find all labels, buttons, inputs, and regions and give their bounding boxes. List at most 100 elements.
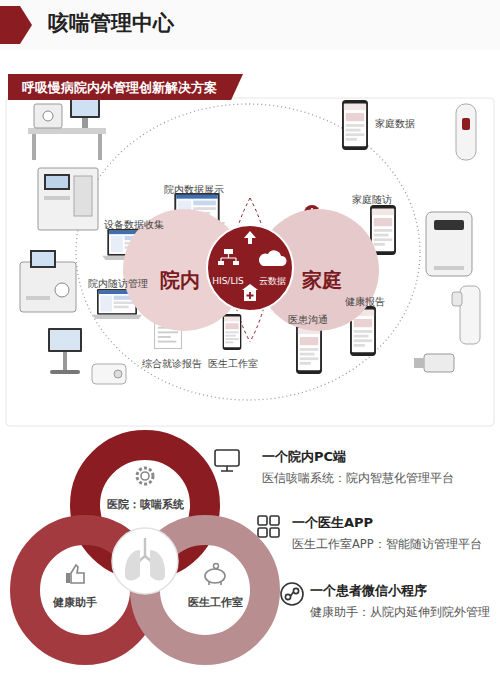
lungs-illustration xyxy=(138,538,152,562)
lung-function-cabinet xyxy=(44,174,70,190)
device-cart xyxy=(48,328,82,374)
inhaler-device xyxy=(452,292,462,306)
spirometry-station xyxy=(28,128,106,134)
app-icon xyxy=(270,516,279,525)
nebulizer xyxy=(92,364,126,384)
text-slot: 家庭随访 xyxy=(352,188,392,207)
node-text: 家庭 xyxy=(302,268,342,293)
hospital-icon xyxy=(247,292,254,299)
lung-function-cabinet xyxy=(46,176,68,188)
feature-text: 一个院内PC端 xyxy=(262,449,346,465)
testing-machine xyxy=(26,296,50,300)
testing-machine xyxy=(55,283,69,297)
text-slot: 医生工作室 xyxy=(188,591,243,610)
handheld-meter xyxy=(456,104,476,160)
mini-program-icon xyxy=(291,592,294,596)
screen-caption: 设备数据收集 xyxy=(104,219,164,232)
cloud-icon xyxy=(259,250,287,266)
mini-program-icon xyxy=(293,588,298,593)
inhaler-device xyxy=(460,286,480,344)
mini-program-icon xyxy=(281,583,303,605)
text-slot: 院内 xyxy=(160,268,200,293)
device-cart xyxy=(50,330,80,350)
spirometry-station xyxy=(34,104,62,128)
mini-program-icon xyxy=(285,594,290,599)
band-text: 呼吸慢病院内外管理创新解决方案 xyxy=(22,80,217,96)
text-slot: 健康助手：从院内延伸到院外管理 xyxy=(310,601,490,620)
text-slot: 家庭 xyxy=(302,268,342,293)
node-text: 院内 xyxy=(160,268,200,293)
text-slot: 医信咳喘系统：院内智慧化管理平台 xyxy=(262,467,454,486)
phone-screen xyxy=(223,314,242,350)
upload-icon xyxy=(244,231,256,244)
pc-icon xyxy=(215,450,239,466)
node-text: HIS/LIS xyxy=(212,276,244,287)
inhaler-device xyxy=(452,286,480,344)
node-text: 健康助手 xyxy=(53,596,97,610)
network-icon xyxy=(221,254,236,261)
piggy-icon xyxy=(209,582,221,585)
app-icon xyxy=(258,516,267,525)
feature-text: 医信咳喘系统：院内智慧化管理平台 xyxy=(262,471,454,485)
usb-dongle xyxy=(414,354,454,372)
gear-icon xyxy=(141,472,149,480)
node-text: 云数据 xyxy=(259,276,286,287)
title-band: 呼吸慢病院内外管理创新解决方案 xyxy=(8,74,243,100)
lung-function-cabinet xyxy=(38,168,98,230)
screen-caption: 综合就诊报告 xyxy=(142,358,202,371)
node-text: 医院：咳喘系统 xyxy=(107,498,184,512)
hub-circle: HIS/LIS 云数据 xyxy=(206,224,294,312)
dotted-orbit xyxy=(76,104,420,400)
nebulizer xyxy=(92,364,126,384)
phone-screen xyxy=(296,324,322,374)
oxygen-concentrator xyxy=(426,212,472,276)
pc-icon xyxy=(215,450,239,471)
text-slot: 家庭数据 xyxy=(375,112,415,131)
text-slot: 医生工作室APP：智能随访管理平台 xyxy=(292,533,482,552)
handheld-meter xyxy=(456,104,476,160)
device-cart xyxy=(50,370,80,374)
text-slot: 设备数据收集 xyxy=(104,213,164,232)
piggy-icon xyxy=(205,569,225,583)
spirometry-station xyxy=(72,98,98,116)
text-slot: 医患沟通 xyxy=(288,308,328,327)
testing-machine xyxy=(32,252,54,266)
testing-machine xyxy=(20,250,76,312)
device-cart xyxy=(48,328,82,352)
text-slot: HIS/LIS xyxy=(212,269,244,288)
thumb-icon xyxy=(71,565,84,583)
header-ground xyxy=(0,0,500,50)
text-slot: 院内数据展示 xyxy=(164,178,224,197)
feature-text: 一个医生APP xyxy=(292,515,373,531)
header-rule xyxy=(0,49,500,51)
hospital-icon xyxy=(242,284,258,290)
phone-screen xyxy=(342,100,368,150)
oxygen-concentrator xyxy=(426,212,472,276)
feature-text: 医生工作室APP：智能随访管理平台 xyxy=(292,537,482,551)
screen-caption: 家庭随访 xyxy=(352,194,392,207)
section-frame xyxy=(6,98,494,426)
lungs-illustration xyxy=(125,550,140,581)
screen-caption: 健康报告 xyxy=(345,296,385,309)
hospital-icon xyxy=(244,290,256,301)
header-mark xyxy=(0,6,32,44)
app-icon xyxy=(258,528,267,537)
node-outline xyxy=(206,224,294,312)
oxygen-concentrator xyxy=(434,266,464,270)
app-icon xyxy=(258,516,279,537)
testing-machine xyxy=(30,250,56,268)
piggy-icon xyxy=(214,564,219,569)
text-slot: 一个患者微信小程序 xyxy=(310,580,427,599)
circle-fill xyxy=(207,225,293,311)
screen-caption: 院内随访管理 xyxy=(88,278,148,291)
text-slot: 云数据 xyxy=(259,269,286,288)
screen-caption: 医生工作室 xyxy=(208,358,258,371)
nebulizer xyxy=(114,370,122,378)
screen-caption: 院内数据展示 xyxy=(164,184,224,197)
text-slot: 咳喘管理中心 xyxy=(48,10,174,36)
app-icon xyxy=(270,528,279,537)
usb-dongle xyxy=(414,358,424,368)
lungs-illustration xyxy=(110,526,180,596)
screen-caption: 家庭数据 xyxy=(375,118,415,131)
